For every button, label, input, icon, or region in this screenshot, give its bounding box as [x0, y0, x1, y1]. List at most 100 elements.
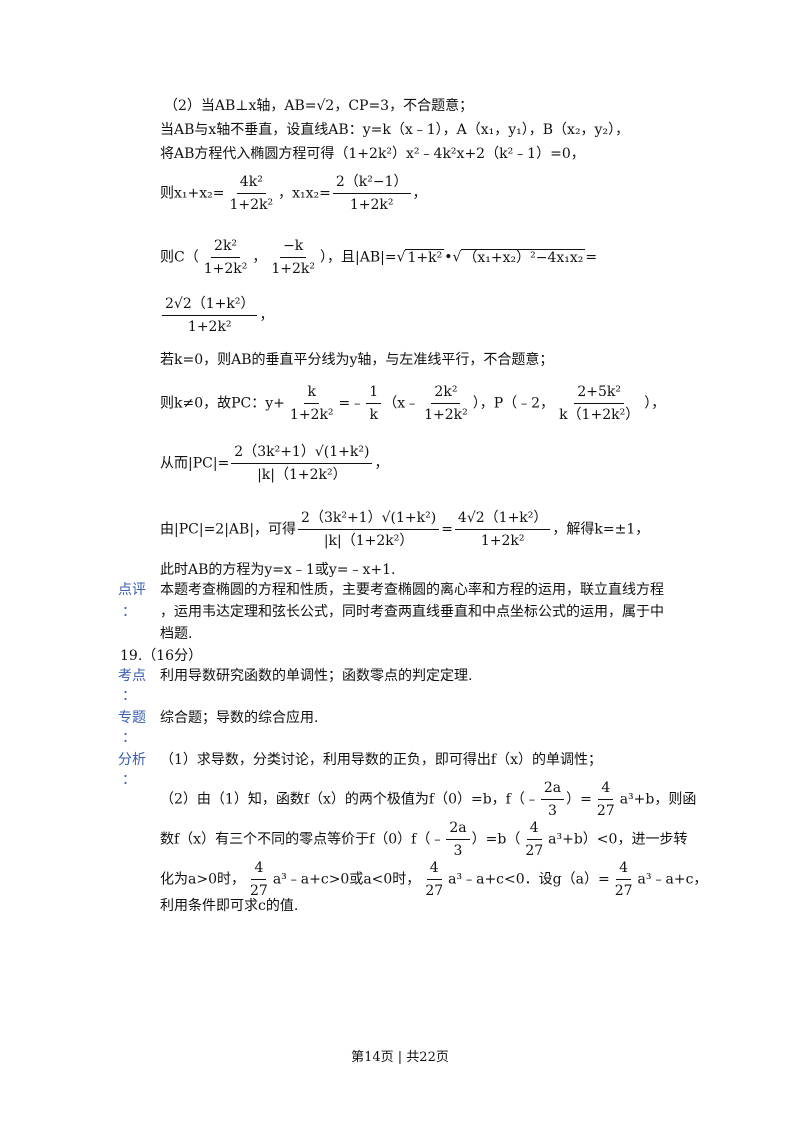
fraction: 2√2（1+k²）1+2k²	[162, 294, 258, 337]
denominator: |k|（1+2k²）	[257, 467, 347, 483]
text: ）=	[566, 791, 592, 808]
numerator: 2k²	[431, 382, 461, 404]
denominator: 1+2k²	[187, 319, 232, 335]
zhuanti-text: 综合题；导数的综合应用.	[160, 710, 319, 726]
numerator: 2（k²−1）	[332, 172, 411, 194]
text: =	[441, 521, 453, 538]
kaodian-label: 考点	[118, 668, 146, 684]
text: a³﹣a+c，	[637, 871, 708, 888]
text: a³﹣a+c>0或a<0时，	[272, 871, 421, 888]
numerator: 4k²	[236, 172, 266, 194]
text: 由|PC|=2|AB|，可得	[160, 521, 297, 538]
fenxi-text: （1）求导数，分类讨论，利用导数的正负，即可得出f（x）的单调性；	[160, 752, 602, 768]
denominator: 1+2k²	[424, 407, 468, 423]
text: ，	[412, 185, 427, 202]
fraction: 2k² 1+2k²	[421, 382, 471, 425]
text: 数f（x）有三个不同的零点等价于f（0）f（﹣	[160, 831, 445, 848]
fraction: 2（3k²+1）√(1+k²) |k|（1+2k²）	[298, 508, 440, 551]
text: ）=b（	[471, 831, 521, 848]
numerator: 2k²	[211, 236, 241, 258]
text: ），且|AB|=	[320, 249, 397, 266]
fenxi-label: 分析	[118, 752, 146, 768]
text: （2）由（1）知，函数f（x）的两个极值为f（0）=b，f（﹣	[160, 791, 539, 808]
formula-line: 从而|PC|=2（3k²+1）√(1+k²)|k|（1+2k²），	[160, 442, 388, 485]
radical: √1+k²	[396, 248, 445, 266]
kaodian-colon: ：	[122, 688, 136, 704]
question-header: 19.（16分）	[120, 648, 203, 664]
text: a³+b，则函	[619, 791, 697, 808]
denominator: 1+2k²	[480, 533, 525, 549]
comment-label: 点评	[118, 582, 146, 598]
text: ，x₁x₂=	[278, 185, 331, 202]
text: a³+b）<0，进一步转	[548, 831, 688, 848]
fraction: 2（k²−1） 1+2k²	[332, 172, 411, 215]
denominator: |k|（1+2k²）	[323, 533, 414, 549]
text: （x﹣	[383, 395, 420, 412]
numerator: 4	[426, 858, 442, 880]
radicand: （x₁+x₂）²−4x₁x₂	[461, 248, 586, 266]
text-line: 将AB方程代入椭圆方程可得（1+2k²）x²﹣4k²x+2（k²﹣1）=0，	[160, 146, 585, 162]
numerator: 4	[526, 818, 542, 840]
denominator: k（1+2k²）	[559, 407, 640, 423]
fraction: 4k² 1+2k²	[226, 172, 276, 215]
numerator: k	[304, 382, 319, 404]
denominator: k	[369, 407, 378, 423]
fraction: k 1+2k²	[287, 382, 337, 425]
text: ，	[374, 455, 389, 472]
text: 则C（	[160, 249, 199, 266]
text: ），P（﹣2，	[472, 395, 555, 412]
text: ），	[644, 395, 666, 412]
fenxi-text: 利用条件即可求c的值.	[160, 898, 299, 914]
denominator: 1+2k²	[289, 407, 334, 423]
text: 则x₁+x₂=	[160, 185, 225, 202]
kaodian-text: 利用导数研究函数的单调性；函数零点的判定定理.	[160, 668, 473, 684]
numerator: 4	[251, 858, 267, 880]
denominator: 1+2k²	[271, 261, 315, 277]
comment-text: ，运用韦达定理和弦长公式，同时考查两直线垂直和中点坐标公式的运用，属于中	[160, 604, 664, 620]
formula-line: 2√2（1+k²）1+2k²，	[160, 294, 273, 337]
numerator: 2（3k²+1）√(1+k²)	[298, 508, 440, 530]
fraction: −k 1+2k²	[268, 236, 318, 279]
numerator: 2+5k²	[574, 382, 624, 404]
fraction: 4√2（1+k²） 1+2k²	[454, 508, 551, 551]
numerator: 4	[598, 778, 614, 800]
numerator: 2a	[446, 818, 470, 840]
text-line: 若k=0，则AB的垂直平分线为y轴，与左准线平行，不合题意；	[160, 352, 554, 368]
numerator: 2a	[540, 778, 565, 800]
comment-text: 本题考查椭圆的方程和性质，主要考查椭圆的离心率和方程的运用，联立直线方程	[160, 582, 664, 598]
denominator: 1+2k²	[349, 197, 394, 213]
denominator: 27	[614, 883, 633, 899]
numerator: −k	[280, 236, 307, 258]
text: 化为a>0时，	[160, 871, 245, 888]
comment-colon: ：	[122, 604, 136, 620]
text: ，	[252, 249, 267, 266]
numerator: 4√2（1+k²）	[454, 508, 551, 530]
radicand: 1+k²	[405, 248, 445, 266]
denominator: 1+2k²	[203, 261, 248, 277]
numerator: 1	[366, 382, 382, 404]
radical: √（x₁+x₂）²−4x₁x₂	[452, 248, 586, 266]
text-line: 此时AB的方程为y=x﹣1或y=﹣x+1.	[160, 562, 396, 578]
fraction: 2（3k²+1）√(1+k²)|k|（1+2k²）	[231, 442, 373, 485]
zhuanti-label: 专题	[118, 710, 146, 726]
text-line: 当AB与x轴不垂直，设直线AB：y=k（x﹣1），A（x₁，y₁），B（x₂，y…	[160, 122, 630, 138]
text: ，	[259, 307, 274, 324]
text: =	[585, 249, 598, 266]
denominator: 27	[249, 883, 268, 899]
fenxi-colon: ：	[122, 772, 136, 788]
denominator: 3	[453, 843, 463, 859]
denominator: 1+2k²	[229, 197, 274, 213]
text: ，解得k=±1，	[552, 521, 650, 538]
